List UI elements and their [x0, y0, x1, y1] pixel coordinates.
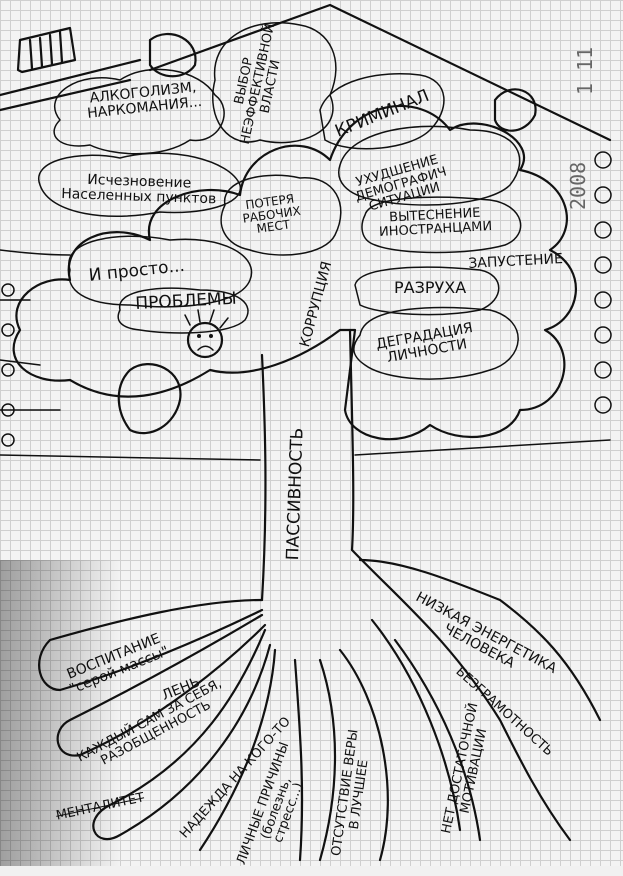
trunk-left-edge [260, 353, 267, 602]
bubble-problems [117, 287, 249, 334]
bubble-demography [338, 125, 521, 206]
spiral-binding [1, 151, 612, 447]
label-ruin: РАЗРУХА [394, 278, 467, 297]
label-disappearance: Исчезновение Населенных пунктов [61, 172, 217, 207]
bubble-degradation [353, 306, 519, 380]
bubble-crime [319, 73, 445, 150]
bubble-job-loss [220, 174, 342, 256]
trunk-right-edge [348, 328, 355, 552]
roots [38, 548, 602, 862]
date-year: 2008 [566, 161, 590, 210]
label-job-loss: ПОТЕРЯ РАБОЧИХ МЕСТ [240, 192, 303, 238]
house-sketch [0, 26, 142, 112]
bubble-just [68, 235, 253, 308]
bubble-alcoholism [53, 68, 225, 155]
page-shadow [0, 560, 120, 866]
worried-face-doodle [184, 309, 229, 359]
leaf-top-left [148, 32, 197, 78]
tree-crown-outline [12, 105, 577, 441]
label-displacement: ВЫТЕСНЕНИЕ ИНОСТРАНЦАМИ [378, 206, 493, 240]
date-month: 1 11 [573, 46, 597, 95]
leaf-top-right [493, 88, 537, 132]
leaf-left [117, 363, 182, 435]
bubble-displacement [361, 196, 522, 254]
roof-line [148, 3, 612, 142]
bubble-ruin [354, 266, 500, 316]
bubble-disappearance [37, 152, 241, 217]
ground-lines [0, 249, 611, 461]
